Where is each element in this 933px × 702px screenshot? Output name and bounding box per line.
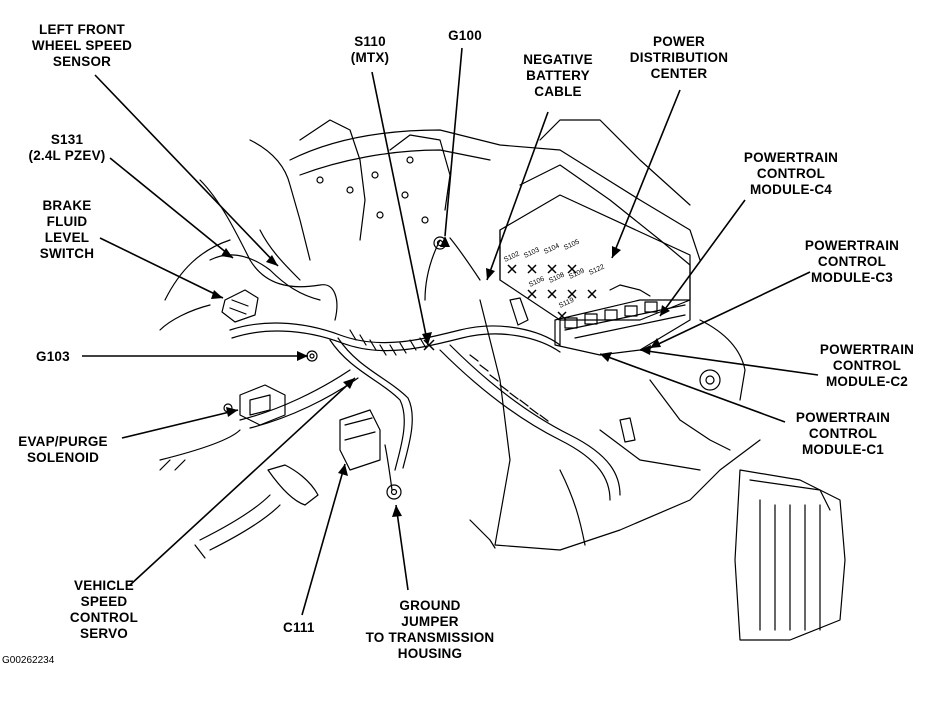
label-s131: S131 (2.4L PZEV) [28,132,106,163]
leader-pdc [611,89,681,259]
leader-negative [486,111,549,281]
splice-label-s103: S103 [523,247,541,260]
label-left-front-wheel-speed-sensor: LEFT FRONT WHEEL SPEED SENSOR [31,22,133,69]
label-brake-fluid-level-switch: BRAKE FLUID LEVEL SWITCH [39,198,95,261]
splice-label-s119: S119 [558,297,575,310]
leader-servo [129,377,356,586]
leader-c3 [649,271,811,349]
label-c111: C111 [283,620,315,635]
leader-g100 [444,47,463,237]
label-power-distribution-center: POWER DISTRIBUTION CENTER [629,34,729,81]
leader-lfwss [94,74,279,267]
label-ground-jumper: GROUND JUMPER TO TRANSMISSION HOUSING [365,598,495,661]
leader-c2 [639,349,819,376]
splice-label-s104: S104 [543,243,561,256]
label-evap-purge-solenoid: EVAP/PURGE SOLENOID [18,434,108,465]
label-vehicle-speed-control-servo: VEHICLE SPEED CONTROL SERVO [69,578,139,641]
label-pcm-c4: POWERTRAIN CONTROL MODULE-C4 [743,150,839,197]
leader-brake-switch [99,237,224,299]
label-negative-battery-cable: NEGATIVE BATTERY CABLE [523,52,593,99]
label-g100: G100 [448,28,482,43]
leader-arrowheads [211,236,670,517]
label-pcm-c3: POWERTRAIN CONTROL MODULE-C3 [804,238,900,285]
figure-id: G00262234 [2,655,55,666]
splice-label-s105: S105 [563,239,581,252]
engine-compartment-drawing [159,119,846,641]
leader-lines [82,47,819,616]
splice-label-s108: S108 [548,272,566,285]
leader-c111 [301,463,346,616]
splice-label-s122: S122 [588,264,606,277]
label-s110: S110 (MTX) [350,34,390,65]
splice-label-s102: S102 [503,251,521,264]
splice-markers [423,264,597,351]
label-pcm-c2: POWERTRAIN CONTROL MODULE-C2 [819,342,915,389]
leader-c1 [599,353,786,423]
label-pcm-c1: POWERTRAIN CONTROL MODULE-C1 [795,410,891,457]
leader-ground [395,504,409,591]
splice-label-s106: S106 [528,276,546,289]
label-g103: G103 [36,349,70,364]
leader-evap [121,409,239,439]
leader-c4 [659,199,746,317]
leader-s110 [371,71,429,346]
leader-s131 [109,157,234,259]
